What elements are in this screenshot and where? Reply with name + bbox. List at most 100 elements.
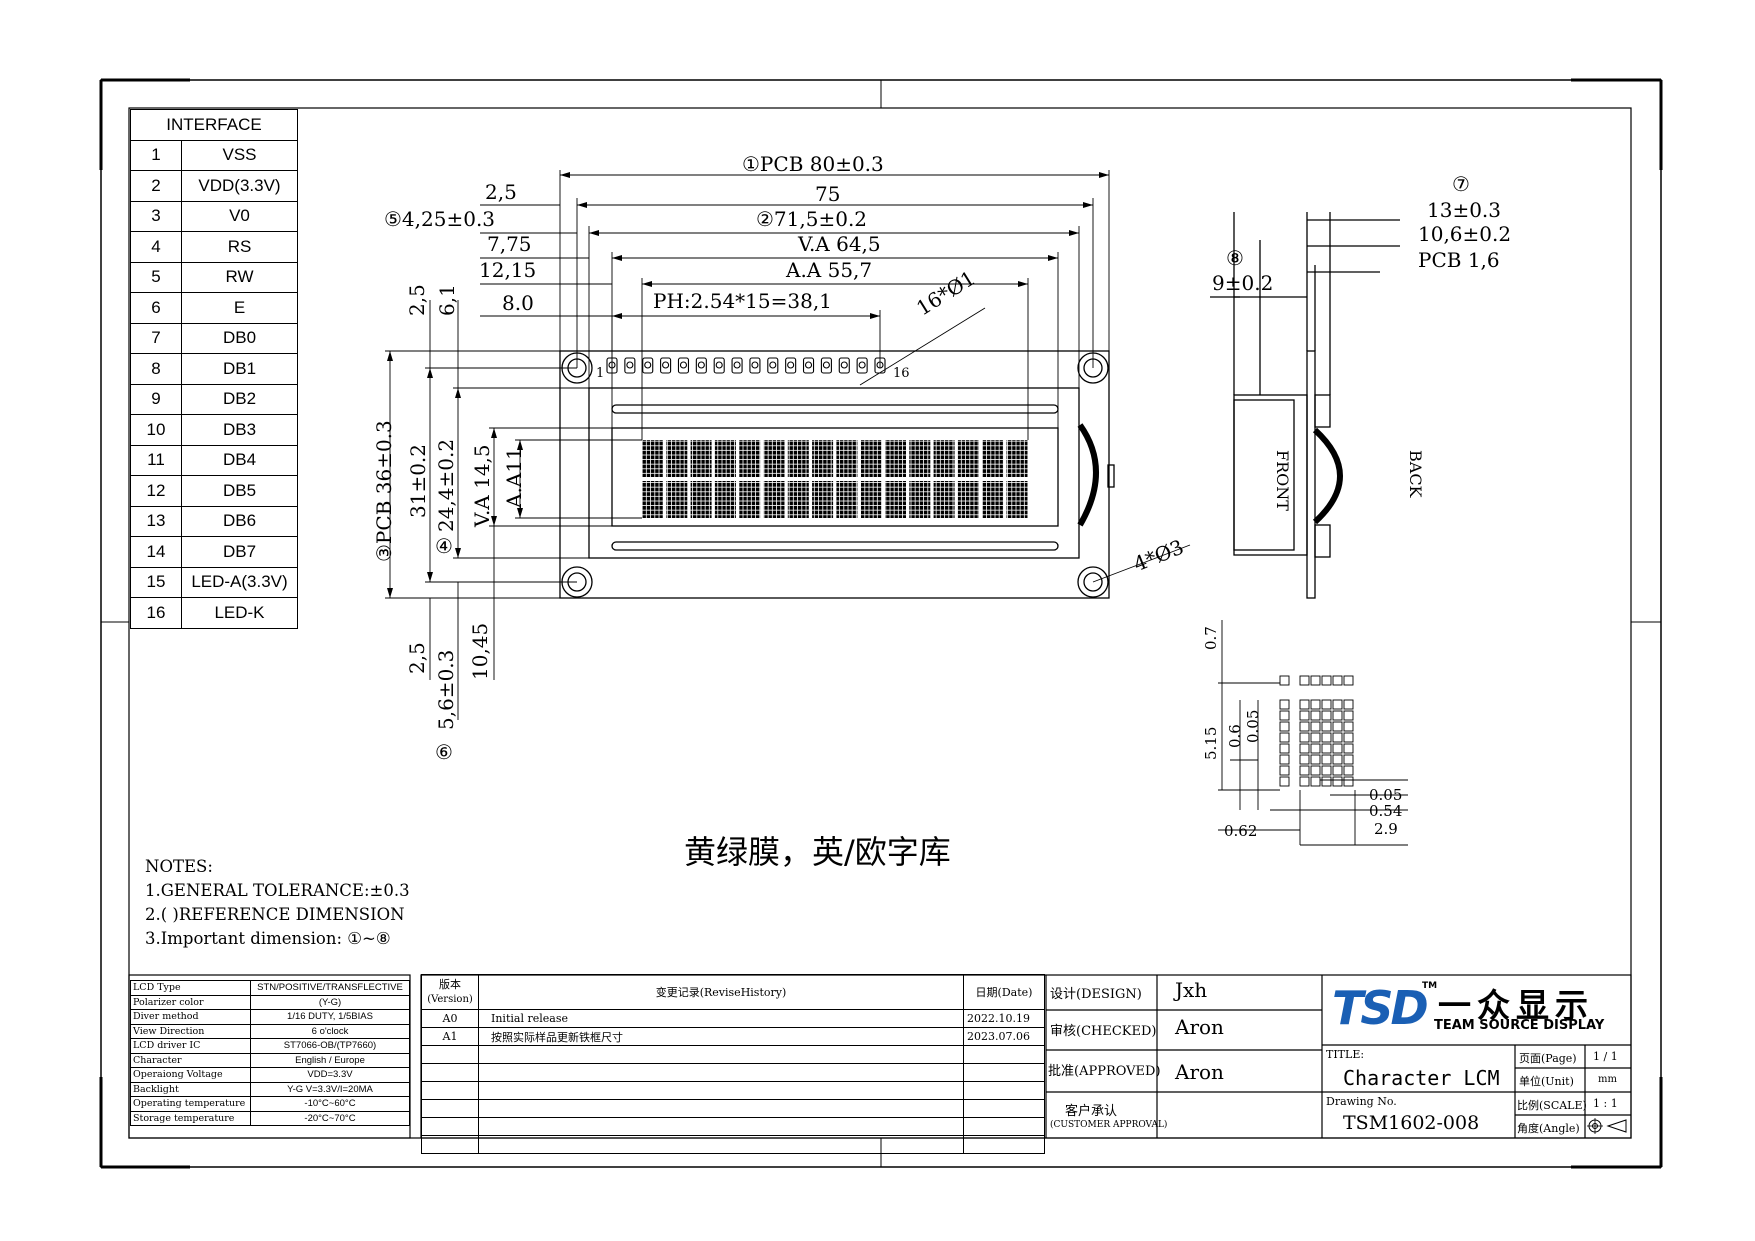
- character-cell: [666, 440, 688, 477]
- customer-label: 客户承认: [1065, 1104, 1118, 1119]
- dimension-lines: [385, 170, 1191, 720]
- page-value: 1 / 1: [1593, 1050, 1618, 1063]
- page-label: 页面(Page): [1519, 1052, 1577, 1065]
- pin-hole: [769, 361, 777, 369]
- pin-pad: [677, 357, 690, 374]
- character-cell: [933, 481, 955, 518]
- scale-value: 1 : 1: [1593, 1097, 1618, 1110]
- rev-desc: 按照实际样品更新铁框尺寸: [478, 1027, 964, 1046]
- rev-date: [963, 1135, 1045, 1154]
- table-row: [421, 1099, 1045, 1118]
- pin-number: 5: [130, 261, 182, 293]
- pin-signal: VDD(3.3V): [181, 170, 298, 202]
- rev-ver: A1: [421, 1027, 479, 1046]
- note-3: 3.Important dimension: ①~⑧: [145, 929, 391, 948]
- character-cell: [787, 481, 809, 518]
- rev-ver: [421, 1063, 479, 1082]
- dot-cell: [1332, 776, 1343, 787]
- pin-number: 4: [130, 231, 182, 263]
- pin-signal: LED-K: [181, 597, 298, 629]
- rev-desc: [478, 1063, 964, 1082]
- company-logo: TSD TM 一众显示 TEAM SOURCE DISPLAY: [1330, 981, 1626, 1037]
- spec-key: View Direction: [130, 1023, 251, 1039]
- character-cell: [909, 481, 931, 518]
- character-cell: [739, 440, 761, 477]
- rev-desc: [478, 1099, 964, 1118]
- dot-cell: [1332, 699, 1343, 710]
- dot-cell: [1279, 699, 1290, 710]
- pin-number: 14: [130, 536, 182, 568]
- customer-label-en: (CUSTOMER APPROVAL): [1050, 1120, 1168, 1130]
- design-value: Jxh: [1175, 978, 1208, 1002]
- approved-label: 批准(APPROVED): [1048, 1064, 1161, 1079]
- character-cell: [957, 481, 979, 518]
- dot-cell: [1279, 776, 1290, 787]
- rev-ver: A0: [421, 1009, 479, 1028]
- dot-matrix-detail: [1218, 620, 1408, 846]
- dot-cell: [1310, 732, 1321, 743]
- rev-ver: [421, 1099, 479, 1118]
- character-cell: [812, 440, 834, 477]
- character-cell: [714, 440, 736, 477]
- pin-hole: [679, 361, 688, 369]
- pin-signal: VSS: [181, 139, 298, 171]
- dot-cell: [1343, 675, 1354, 686]
- table-row: [421, 1081, 1045, 1100]
- pin-signal: LED-A(3.3V): [181, 566, 298, 598]
- notes: NOTES: 1.GENERAL TOLERANCE:±0.3 2.( )REF…: [145, 855, 410, 951]
- pin-hole: [715, 361, 723, 369]
- rev-desc: [478, 1135, 964, 1154]
- dot-cell: [1321, 675, 1332, 686]
- character-cell: [1006, 481, 1028, 518]
- pin-hole: [697, 361, 705, 369]
- dot-cell: [1310, 743, 1321, 754]
- pcb-outline: [559, 350, 1110, 599]
- table-row: [421, 1045, 1045, 1064]
- pin-signal: DB4: [181, 444, 298, 476]
- table-row: Polarizer color(Y-G): [130, 994, 410, 1010]
- dot-cell: [1279, 721, 1290, 732]
- pin-pad: [856, 357, 868, 374]
- pin-hole: [787, 361, 795, 369]
- character-cell: [690, 481, 712, 518]
- dot-cell: [1310, 675, 1321, 686]
- pin-signal: DB6: [181, 505, 298, 537]
- character-cell: [909, 440, 931, 477]
- pin-signal: E: [181, 292, 298, 324]
- rev-header-record: 变更记录(ReviseHistory): [478, 974, 964, 1010]
- character-cell: [836, 481, 858, 518]
- pin-number: 10: [130, 414, 182, 446]
- checked-value: Aron: [1175, 1015, 1224, 1039]
- pin-number: 1: [130, 139, 182, 171]
- dot-cell: [1343, 754, 1354, 765]
- unit-value: mm: [1598, 1074, 1617, 1085]
- pin-pad: [838, 357, 850, 374]
- character-cell: [666, 481, 688, 518]
- pin-pad: [731, 357, 743, 374]
- pin-hole: [840, 361, 848, 369]
- pin-signal: RS: [181, 231, 298, 263]
- character-cell: [836, 440, 858, 477]
- rev-ver: [421, 1117, 479, 1136]
- pin-signal: DB5: [181, 475, 298, 507]
- character-cell: [860, 481, 882, 518]
- dot-cell: [1321, 765, 1332, 776]
- pin-hole: [644, 361, 652, 369]
- dot-cell: [1310, 754, 1321, 765]
- logo-tm: TM: [1422, 981, 1438, 991]
- checked-label: 审核(CHECKED): [1050, 1024, 1157, 1039]
- dot-cell: [1332, 754, 1343, 765]
- pin-number: 8: [130, 353, 182, 385]
- dot-cell: [1321, 776, 1332, 787]
- dot-cell: [1321, 743, 1332, 754]
- spec-value: VDD=3.3V: [250, 1067, 410, 1083]
- dot-cell: [1279, 675, 1290, 686]
- spec-key: Storage temperature: [130, 1110, 251, 1126]
- table-row: Operating temperature-10°C~60°C: [130, 1096, 410, 1112]
- dot-cell: [1299, 765, 1310, 776]
- dot-cell: [1343, 710, 1354, 721]
